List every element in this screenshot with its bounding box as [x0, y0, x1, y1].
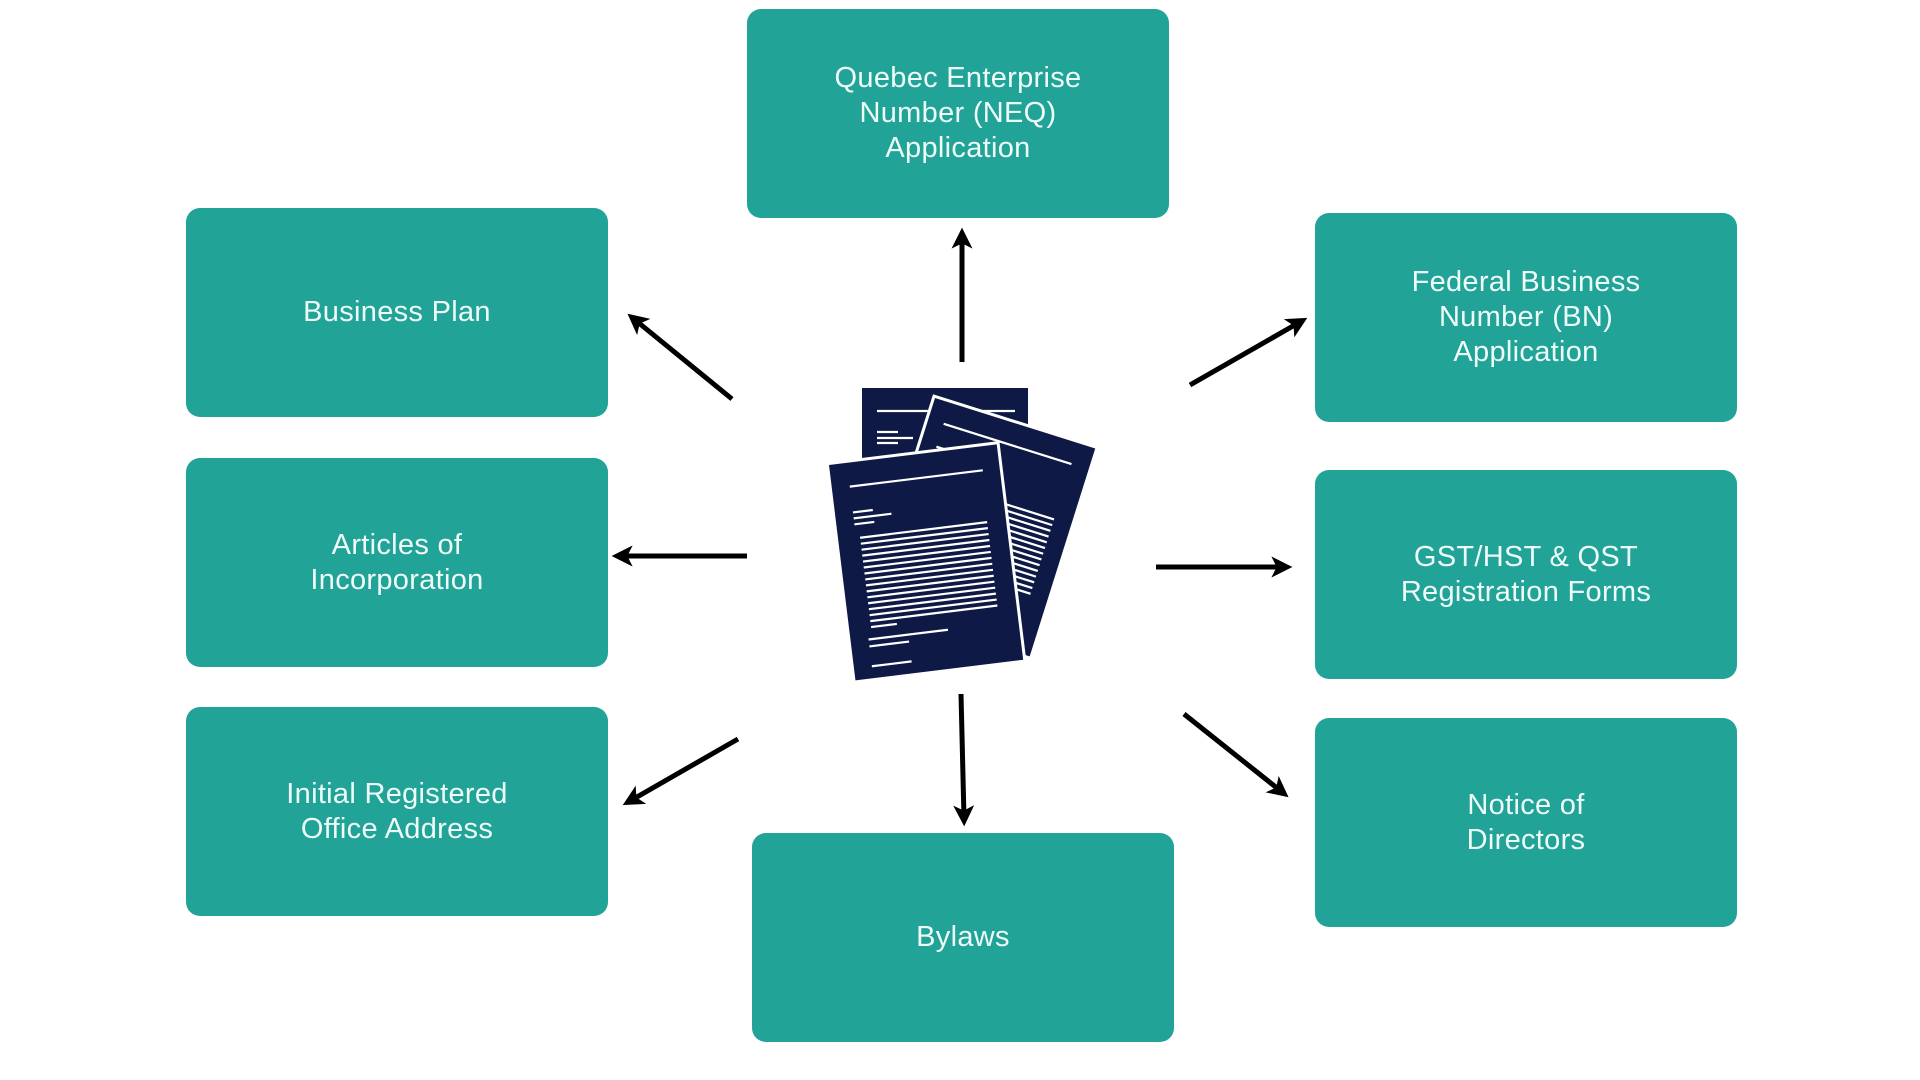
box-label: Business Plan [303, 296, 491, 328]
document-text-line [860, 527, 989, 545]
document-text-line [865, 568, 994, 587]
document-text-line [1002, 502, 1055, 521]
box-business-plan: Business Plan [186, 208, 608, 417]
document-text-line [869, 598, 997, 617]
box-label: Bylaws [916, 921, 1010, 953]
document-page-front [825, 441, 1027, 684]
box-label: GST/HST & QST Registration Forms [1400, 540, 1652, 608]
box-label: Notice of Directors [1466, 788, 1586, 856]
box-registered-office-address: Initial Registered Office Address [186, 707, 608, 916]
document-text-line [870, 604, 998, 623]
document-text-line [864, 556, 992, 575]
document-text-line [868, 592, 997, 611]
box-label: Articles of Incorporation [310, 528, 484, 596]
document-text-line [865, 562, 993, 581]
arrow-to-federal-bn [1188, 317, 1308, 388]
box-label: Quebec Enterprise Number (NEQ) Applicati… [834, 62, 1082, 164]
box-label: Federal Business Number (BN) Application [1411, 266, 1641, 368]
document-text-line [862, 544, 991, 563]
box-bylaws: Bylaws [752, 833, 1174, 1042]
box-notice-of-directors: Notice of Directors [1315, 718, 1737, 927]
arrow-to-business-plan [627, 313, 734, 401]
arrow-to-bylaws [953, 693, 975, 827]
arrow-to-registered-office [622, 736, 740, 806]
box-federal-bn-application: Federal Business Number (BN) Application [1315, 213, 1737, 422]
box-gst-qst-registration: GST/HST & QST Registration Forms [1315, 470, 1737, 679]
document-text-line [861, 532, 989, 551]
document-text-line [866, 574, 994, 593]
document-text-line [870, 622, 898, 629]
document-text-line [1000, 507, 1053, 527]
box-articles-of-incorporation: Articles of Incorporation [186, 458, 608, 667]
document-text-line [863, 550, 991, 569]
document-text-line [862, 538, 990, 557]
arrow-to-notice-of-directors [1182, 712, 1289, 798]
document-text-line [867, 580, 995, 599]
box-neq-application: Quebec Enterprise Number (NEQ) Applicati… [747, 9, 1169, 218]
box-label: Initial Registered Office Address [286, 777, 508, 845]
document-text-line [868, 586, 996, 605]
document-text-line [859, 521, 988, 539]
